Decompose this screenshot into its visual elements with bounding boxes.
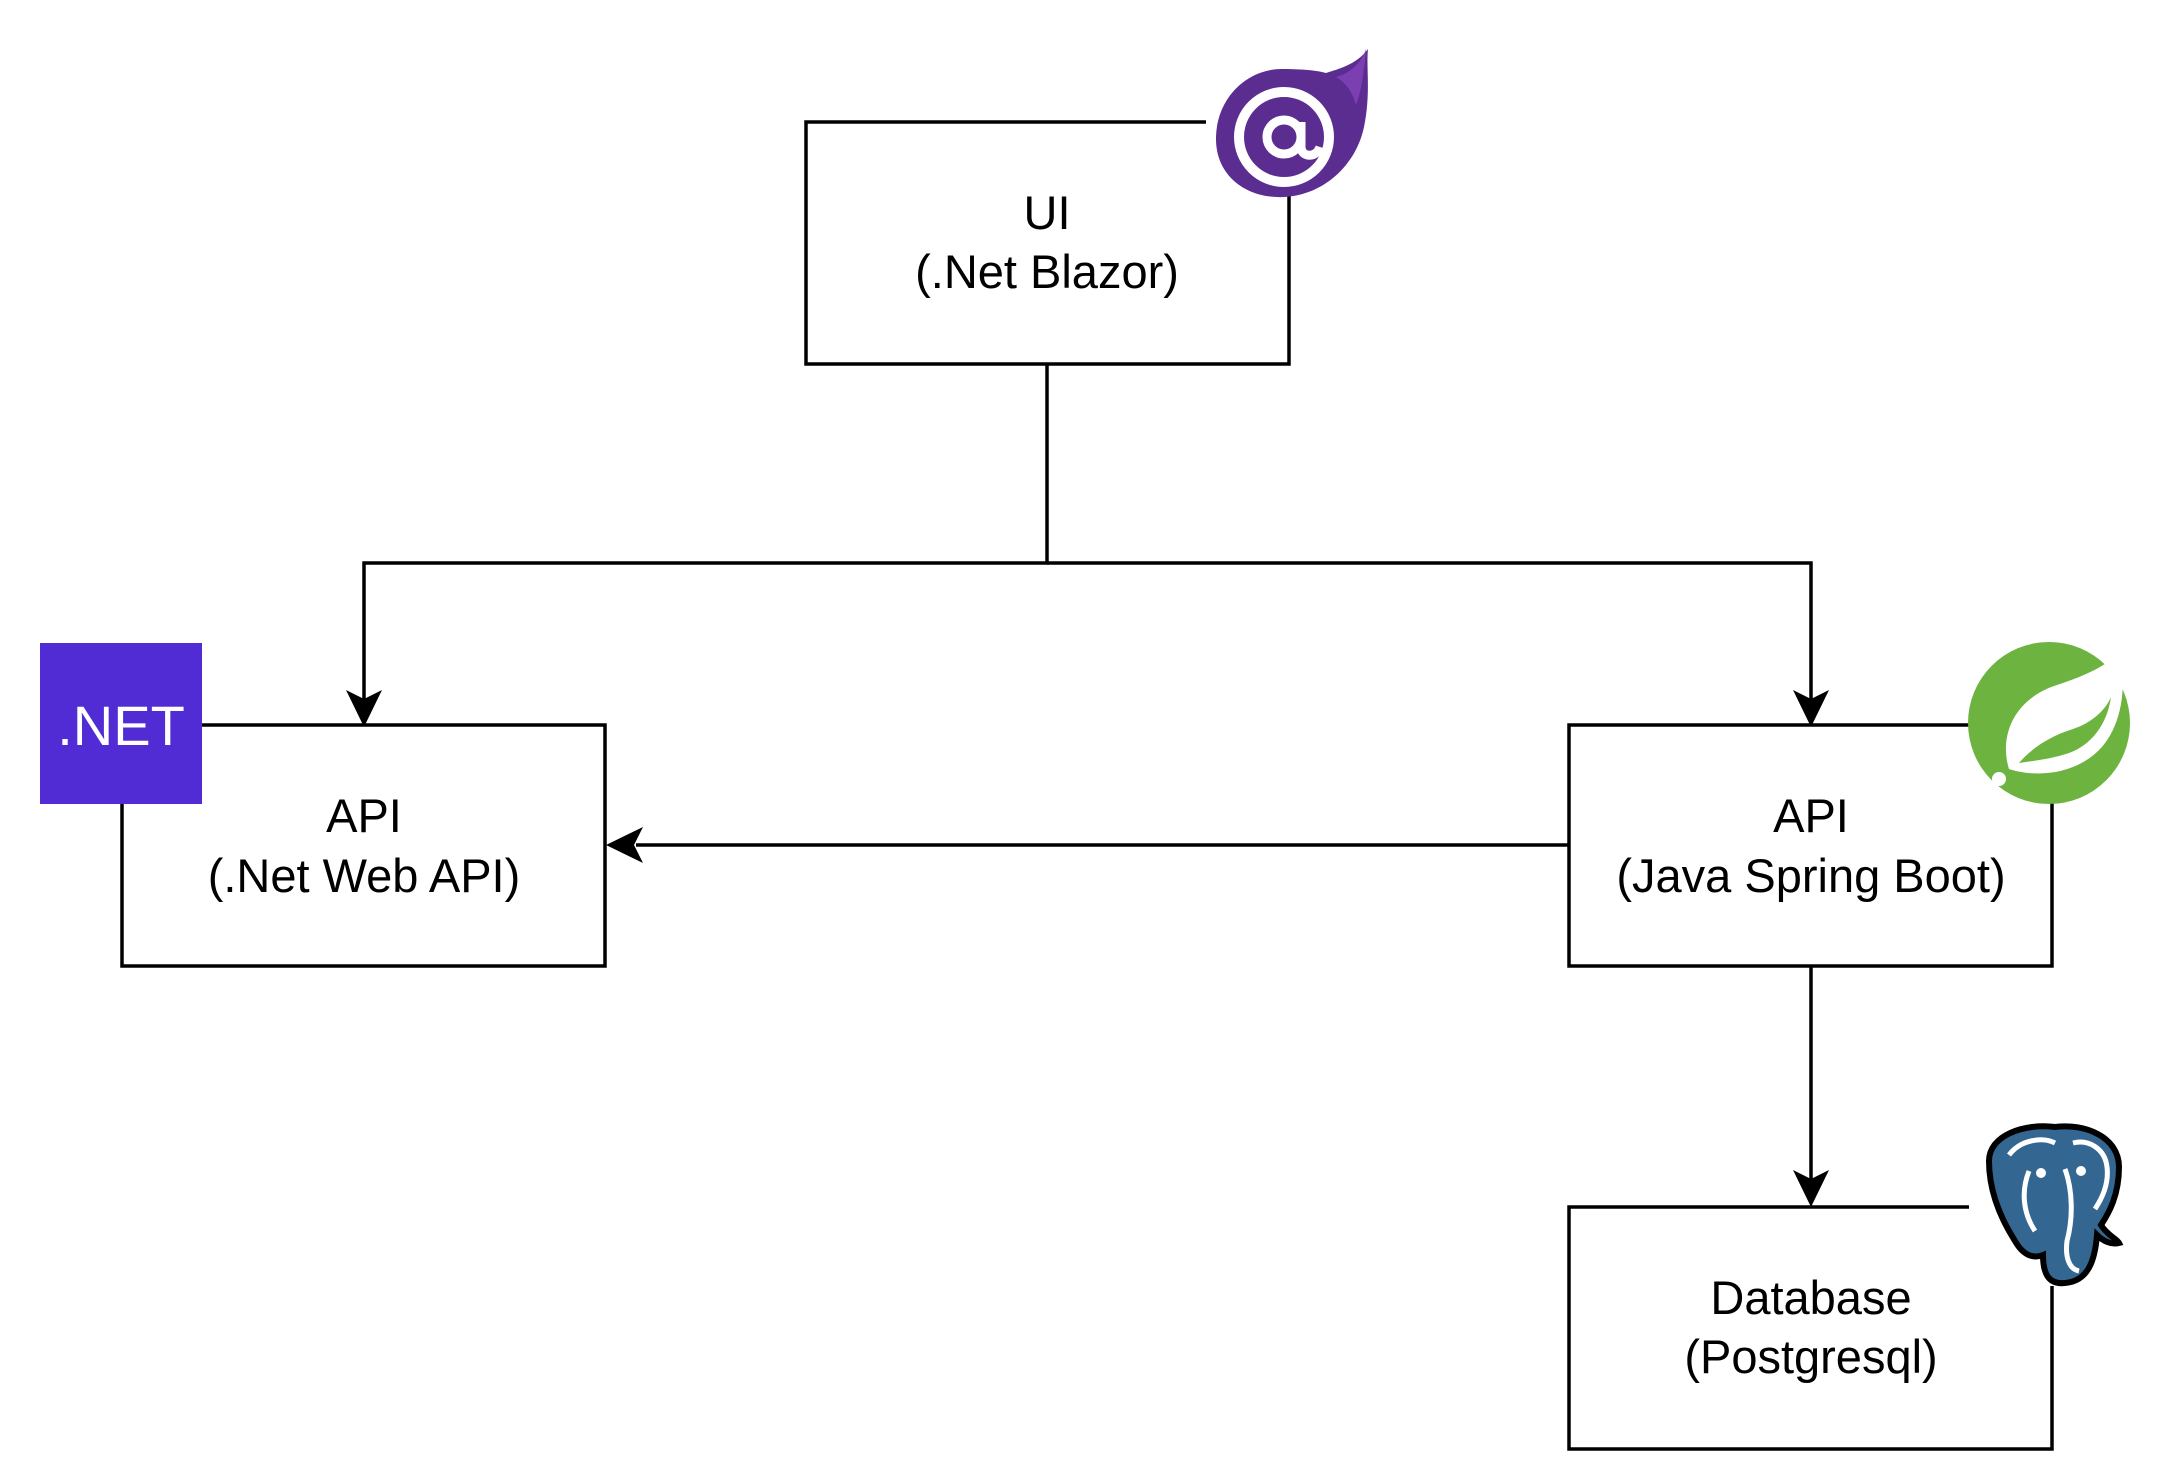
- node-database-title: Database: [1710, 1271, 1911, 1324]
- blazor-icon: [1206, 47, 1368, 198]
- node-dotnet-api-title: API: [326, 789, 402, 842]
- arrowhead-database-top: [1793, 1170, 1829, 1207]
- node-java-api-title: API: [1773, 789, 1849, 842]
- node-ui-title: UI: [1024, 186, 1071, 239]
- arrowhead-dotnet-api-top: [346, 690, 382, 727]
- edges: [346, 365, 1829, 1207]
- edge-ui-to-dotnet-api: [362, 365, 1049, 700]
- node-database-subtitle: (Postgresql): [1684, 1330, 1937, 1383]
- edge-ui-to-java-api: [1047, 561, 1813, 700]
- arrowhead-java-api-top: [1793, 690, 1829, 727]
- node-dotnet-api-box: [120, 723, 607, 968]
- node-dotnet-api[interactable]: API (.Net Web API): [120, 723, 607, 968]
- node-java-api-subtitle: (Java Spring Boot): [1616, 849, 2005, 902]
- postgresql-icon: [1969, 1121, 2129, 1287]
- node-java-api[interactable]: API (Java Spring Boot): [1567, 723, 2054, 968]
- dotnet-icon: .NET: [40, 643, 202, 804]
- node-dotnet-api-subtitle: (.Net Web API): [208, 849, 521, 902]
- arrowhead-dotnet-api-right: [606, 827, 643, 863]
- spring-icon: [1968, 642, 2130, 804]
- node-ui-subtitle: (.Net Blazor): [915, 245, 1179, 298]
- node-java-api-box: [1567, 723, 2054, 968]
- dotnet-icon-text: .NET: [57, 694, 185, 757]
